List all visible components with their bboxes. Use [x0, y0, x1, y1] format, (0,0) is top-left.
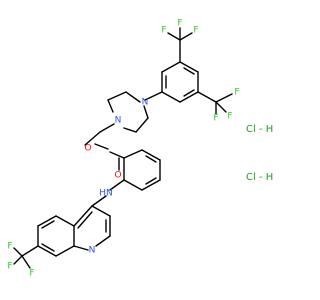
quinoline-nitrogen: N [89, 246, 96, 256]
atom-labels: F F F F F F F F F N N O O HN N [7, 19, 239, 279]
bond [99, 123, 115, 133]
bond [55, 245, 75, 257]
bond [125, 91, 141, 103]
bond [73, 205, 93, 227]
structure-diagram: F F F F F F F F F N N O O HN N Cl - H Cl… [7, 19, 273, 279]
fluorine-atom: F [193, 26, 198, 36]
bond [73, 245, 89, 251]
bond [143, 105, 149, 119]
bond-inner [41, 220, 55, 229]
bond-inner [41, 243, 55, 252]
bond [91, 195, 107, 207]
salt-labels: Cl - H Cl - H [246, 124, 273, 183]
bond [84, 131, 101, 146]
bond [144, 91, 163, 101]
bond [215, 93, 233, 103]
bond [109, 179, 125, 191]
fluorine-atom: F [161, 26, 166, 36]
bond [161, 91, 181, 103]
bond [161, 61, 181, 73]
bond [55, 215, 75, 227]
bond [109, 151, 125, 159]
fluorine-atom: F [29, 269, 34, 279]
molecule-canvas: F F F F F F F F F N N O O HN N Cl - H Cl… [7, 19, 273, 279]
fluorine-atom: F [227, 112, 232, 122]
carbonyl-oxygen: O [114, 171, 121, 181]
bond [179, 32, 193, 41]
bond [215, 101, 227, 113]
ester-oxygen: O [84, 144, 91, 154]
bond [37, 215, 57, 227]
fluorine-atom: F [213, 114, 218, 124]
piperazine-nitrogen-alkyl: N [115, 116, 122, 126]
bond [13, 247, 23, 257]
bond [95, 235, 111, 247]
fluorine-atom: F [7, 242, 12, 252]
bond [107, 99, 114, 113]
bond [197, 91, 217, 103]
fluorine-atom: F [234, 88, 239, 98]
bond [123, 179, 143, 191]
fluorine-atom: F [7, 262, 12, 272]
bond [167, 32, 181, 41]
hcl-salt-1: Cl - H [246, 124, 273, 135]
bond-inner [183, 67, 195, 75]
bond [123, 127, 137, 133]
bond [37, 245, 57, 257]
hcl-salt-2: Cl - H [246, 172, 273, 183]
bond [107, 91, 127, 101]
bond [179, 91, 199, 103]
piperazine-nitrogen-aryl: N [142, 98, 149, 108]
bond [135, 117, 149, 133]
bond-inner [145, 155, 157, 163]
bond [94, 143, 109, 150]
bond [141, 179, 161, 191]
bond [91, 205, 111, 217]
bond [21, 255, 31, 269]
bond [179, 61, 199, 73]
amine-nh: HN [99, 189, 113, 199]
bonds [13, 27, 233, 269]
bond-inner [145, 177, 157, 185]
bond-inner [77, 211, 93, 229]
bond-inner [183, 89, 195, 97]
bond [21, 245, 39, 257]
fluorine-atom: F [177, 19, 182, 29]
bond [123, 149, 143, 159]
bond [141, 149, 161, 161]
bond [13, 255, 23, 265]
